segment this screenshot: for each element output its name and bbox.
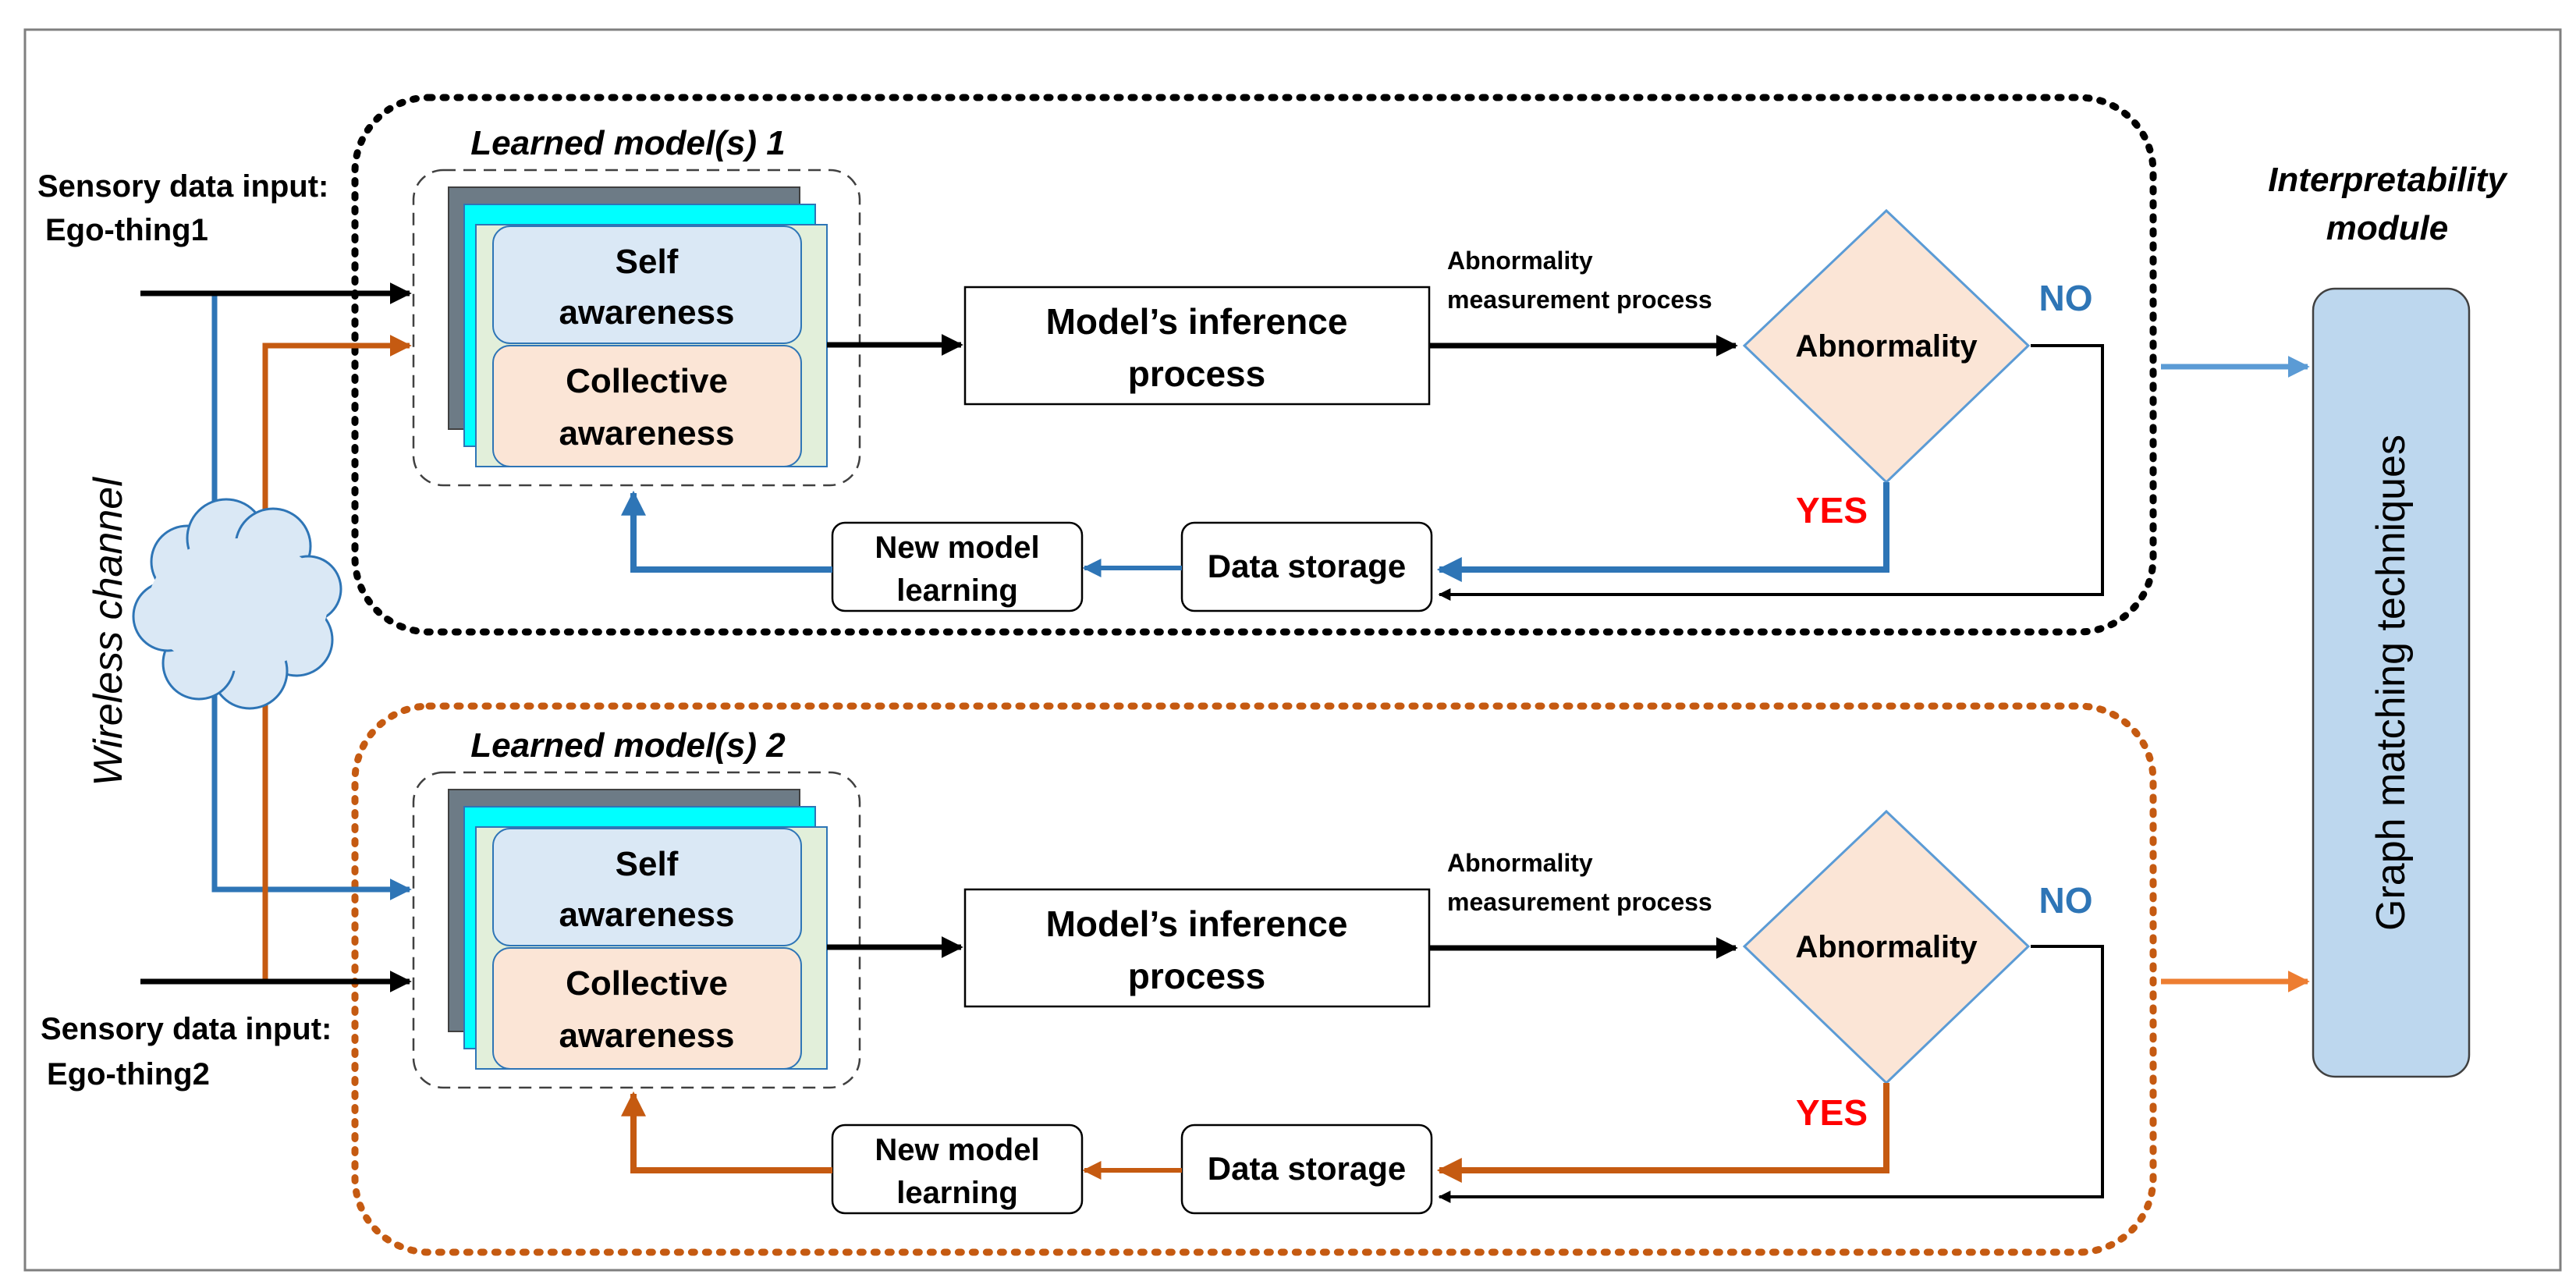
module-2-title: Learned model(s) 2 [470,726,786,765]
module-1-self-awareness-box [492,225,802,344]
module-1-dotted-container [351,94,2157,636]
module-1-yes-path [1436,482,1889,582]
module-1-abnormality-label: Abnormality [1795,329,1978,364]
sensory-input-2-label-1: Sensory data input: [41,1012,332,1046]
module-2-inference-label-2: process [1128,956,1265,996]
module-1: Learned model(s) 1 Self awareness Collec… [351,94,2157,636]
module-1-learned-model-box [412,169,861,487]
module-1-abn-process-label-2: measurement process [1447,286,1712,314]
module-1-inference-box [963,286,1431,406]
module-1-self-label-2: awareness [559,293,734,332]
sensory-input-1-label-1: Sensory data input: [37,169,328,204]
blue-link-ego1-to-model2 [211,293,412,900]
sensory-input-1-label-2: Ego-thing1 [45,213,208,247]
module-1-learning-label-2: learning [896,573,1018,608]
module-1-inference-label-1: Model’s inference [1046,301,1348,342]
module-1-data-storage-label: Data storage [1208,548,1406,584]
interpretability-title-1: Interpretability [2268,161,2508,199]
module-1-no-return-line [1438,344,2104,601]
orange-link-ego2-to-model1 [262,335,412,981]
module-2-abn-process-label-1: Abnormality [1447,849,1593,877]
outer-frame [23,28,2562,1272]
module-2-arrow-learning-to-model [621,1091,832,1173]
module-1-arrow-learning-to-model [621,490,832,573]
module-1-collective-awareness-box [492,345,802,467]
module-2-collective-label-1: Collective [566,964,728,1003]
module-1-inference-label-2: process [1128,353,1265,394]
module-2-yes-path [1436,1083,1889,1183]
module-2: Learned model(s) 2 Self awareness Collec… [351,702,2157,1256]
module-2-self-label-1: Self [616,845,679,883]
module-2-no-label: NO [2039,880,2093,921]
module-2-learned-model-box [412,771,861,1089]
module-1-title: Learned model(s) 1 [470,124,785,162]
module-1-no-label: NO [2039,278,2093,318]
module-2-data-storage-label: Data storage [1208,1150,1406,1187]
module-1-yes-label: YES [1796,490,1868,531]
module-2-self-label-2: awareness [559,896,734,934]
interpretability-title-2: module [2326,209,2448,247]
wireless-cloud-icon [132,498,342,710]
module-1-abn-process-label-1: Abnormality [1447,247,1593,275]
module-2-learning-label-2: learning [896,1176,1018,1210]
module-2-inference-box [963,888,1431,1008]
graph-matching-box [2312,287,2471,1078]
module-2-self-awareness-box [492,828,802,946]
inputs: Sensory data input: Ego-thing1 Sensory d… [37,169,412,1092]
module-2-no-return-line [1438,945,2104,1203]
module-1-learning-label-1: New model [875,531,1039,565]
module-2-collective-awareness-box [492,947,802,1070]
module-1-self-label-1: Self [616,243,679,281]
graph-matching-label: Graph matching techniques [2368,435,2414,931]
module-2-yes-label: YES [1796,1092,1868,1133]
module-2-inference-label-1: Model’s inference [1046,903,1348,944]
module-2-abn-process-label-2: measurement process [1447,888,1712,916]
module-2-learning-label-1: New model [875,1133,1039,1167]
interpretability-module: Interpretability module Graph matching t… [2161,161,2508,1078]
wireless-channel-label: Wireless channel [86,477,131,786]
module-1-collective-label-2: awareness [559,414,734,453]
sensory-input-2-label-2: Ego-thing2 [47,1057,210,1092]
module-2-collective-label-2: awareness [559,1017,734,1055]
module-1-collective-label-1: Collective [566,362,728,400]
module-2-abnormality-label: Abnormality [1795,930,1978,964]
